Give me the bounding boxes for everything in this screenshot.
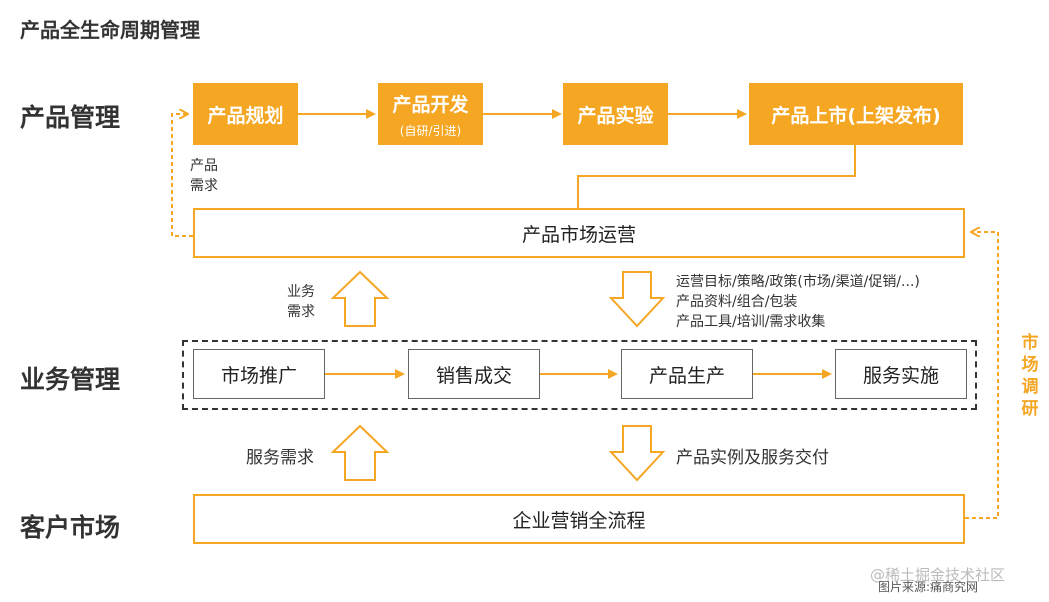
ops-note-line: 运营目标/策略/政策(市场/渠道/促销/...): [676, 274, 920, 290]
ops-note-line: 产品工具/培训/需求收集: [676, 314, 826, 330]
down-arrow-delivery: [608, 425, 666, 482]
vchar: 场: [1021, 355, 1039, 375]
box-product-experiment: 产品实验: [563, 83, 668, 145]
box-label: 产品开发: [392, 93, 469, 116]
up-arrow-business-demand: [330, 270, 390, 327]
box-production: 产品生产: [621, 349, 753, 399]
box-market-promotion: 市场推广: [193, 349, 325, 399]
vchar: 市: [1021, 333, 1039, 353]
box-enterprise-marketing: 企业营销全流程: [193, 494, 965, 544]
label-line: 需求: [287, 304, 315, 320]
box-label: 产品上市(上架发布): [771, 104, 941, 127]
vchar: 研: [1021, 399, 1039, 419]
delivery-label: 产品实例及服务交付: [676, 448, 829, 468]
ops-note-line: 产品资料/组合/包装: [676, 294, 798, 310]
box-sales-deal: 销售成交: [408, 349, 540, 399]
ops-notes: 运营目标/策略/政策(市场/渠道/促销/...) 产品资料/组合/包装 产品工具…: [676, 272, 920, 332]
box-product-launch: 产品上市(上架发布): [749, 83, 963, 145]
business-process-group: [182, 340, 977, 410]
label-line: 产品: [190, 158, 218, 174]
down-arrow-ops: [608, 271, 666, 328]
box-product-planning: 产品规划: [193, 83, 298, 145]
service-demand-label: 服务需求: [246, 448, 314, 468]
lane-customer-market: 客户市场: [20, 513, 121, 542]
label-line: 业务: [287, 284, 315, 300]
business-demand-label: 业务 需求: [287, 282, 315, 322]
up-arrow-service-demand: [330, 424, 390, 481]
vchar: 调: [1021, 377, 1039, 397]
page-title: 产品全生命周期管理: [20, 18, 200, 42]
product-demand-label: 产品 需求: [190, 156, 218, 196]
box-label: 产品实验: [577, 104, 654, 127]
box-service-implementation: 服务实施: [835, 349, 967, 399]
box-label: 产品规划: [207, 104, 284, 127]
market-research-label: 市 场 调 研: [1020, 332, 1040, 420]
lane-product-management: 产品管理: [20, 103, 121, 132]
lane-business-management: 业务管理: [20, 365, 121, 394]
box-sublabel: (自研/引进): [399, 123, 462, 138]
image-source: 图片来源:痛商究网: [878, 580, 979, 594]
watermark: @稀土掘金技术社区: [870, 566, 1006, 584]
box-market-operations: 产品市场运营: [193, 208, 965, 258]
label-line: 需求: [190, 178, 218, 194]
box-product-development: 产品开发 (自研/引进): [378, 83, 483, 145]
